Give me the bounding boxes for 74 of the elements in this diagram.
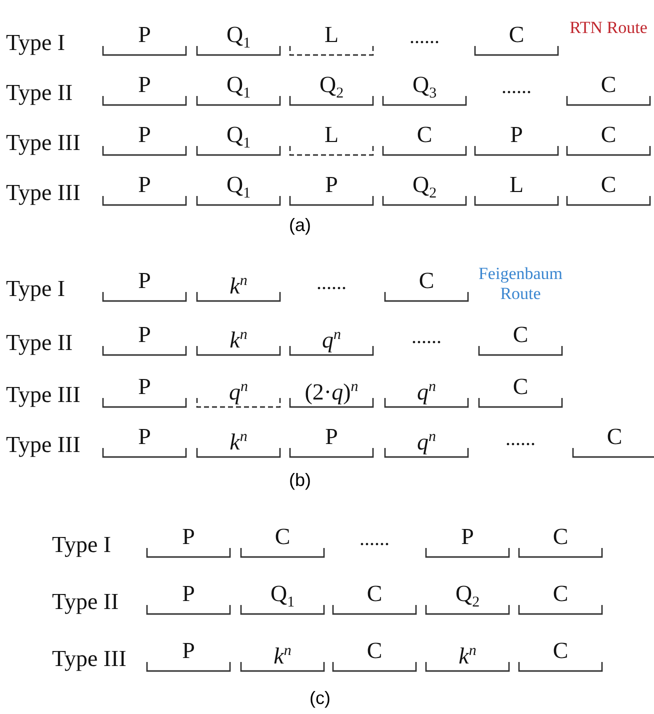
type-label: Type III — [6, 130, 80, 156]
bracketed-term: Q$_{1}$ — [196, 22, 281, 56]
bracketed-term: L — [289, 22, 374, 56]
bracketed-term: q$^{n}$ — [384, 374, 469, 408]
panel-caption: (c) — [308, 688, 332, 709]
bracketed-term: k$^{n}$ — [425, 638, 510, 672]
bracketed-term: P — [146, 581, 231, 615]
bracketed-term: Q$_{1}$ — [196, 172, 281, 206]
type-label: Type II — [6, 80, 73, 106]
bracketed-term: q$^{n}$ — [384, 424, 469, 458]
bracketed-term: C — [478, 374, 563, 408]
bracketed-term: Q$_{2}$ — [382, 172, 467, 206]
bracketed-term: C — [382, 122, 467, 156]
ellipsis: ...... — [358, 527, 390, 552]
bracketed-term: C — [474, 22, 559, 56]
ellipsis: ...... — [500, 75, 532, 100]
bracketed-term: C — [332, 638, 417, 672]
bracketed-term: L — [289, 122, 374, 156]
type-label: Type I — [6, 30, 66, 56]
bracketed-term: P — [425, 524, 510, 558]
bracketed-term: C — [518, 524, 603, 558]
bracketed-term: q$^{n}$ — [289, 322, 374, 356]
type-label: Type I — [52, 532, 112, 558]
bracketed-term: P — [289, 424, 374, 458]
bracketed-term: C — [566, 172, 651, 206]
bracketed-term: k$^{n}$ — [196, 424, 281, 458]
ellipsis: ...... — [410, 325, 442, 350]
bracketed-term: P — [102, 172, 187, 206]
bracketed-term: C — [518, 581, 603, 615]
type-label: Type III — [6, 382, 80, 408]
bracketed-term: Q$_{2}$ — [425, 581, 510, 615]
bracketed-term: k$^{n}$ — [196, 322, 281, 356]
type-label: Type III — [52, 646, 126, 672]
bracketed-term: P — [102, 122, 187, 156]
route-label: Feigenbaum Route — [477, 264, 564, 304]
bracketed-term: P — [102, 424, 187, 458]
ellipsis: ...... — [408, 25, 440, 50]
bracketed-term: C — [566, 72, 651, 106]
bracketed-term: C — [332, 581, 417, 615]
bracketed-term: P — [146, 638, 231, 672]
bracketed-term: k$^{n}$ — [196, 268, 281, 302]
ellipsis: ...... — [504, 427, 536, 452]
bracketed-term: Q$_{2}$ — [289, 72, 374, 106]
bracketed-term: C — [572, 424, 654, 458]
ellipsis: ...... — [316, 271, 348, 296]
bracketed-term: k$^{n}$ — [240, 638, 325, 672]
bracketed-term: C — [566, 122, 651, 156]
type-label: Type III — [6, 180, 80, 206]
bracketed-term: Q$_{3}$ — [382, 72, 467, 106]
bracketed-term: P — [146, 524, 231, 558]
bracketed-term: P — [102, 22, 187, 56]
bracketed-term: P — [289, 172, 374, 206]
bracketed-term: P — [474, 122, 559, 156]
bracketed-term: P — [102, 374, 187, 408]
bracketed-term: C — [384, 268, 469, 302]
bracketed-term: P — [102, 72, 187, 106]
bracketed-term: P — [102, 322, 187, 356]
bracketed-term: C — [240, 524, 325, 558]
type-label: Type II — [6, 330, 73, 356]
bracketed-term: L — [474, 172, 559, 206]
bracketed-term: q$^{n}$ — [196, 374, 281, 408]
type-label: Type II — [52, 589, 119, 615]
bracketed-term: Q$_{1}$ — [196, 72, 281, 106]
route-label: RTN Route — [568, 18, 648, 38]
type-label: Type I — [6, 276, 66, 302]
panel-caption: (a) — [288, 215, 312, 236]
bracketed-term: C — [518, 638, 603, 672]
bracketed-term: P — [102, 268, 187, 302]
bracketed-term: Q$_{1}$ — [196, 122, 281, 156]
type-label: Type III — [6, 432, 80, 458]
bracketed-term: (2·q)$^{n}$ — [289, 374, 374, 408]
panel-caption: (b) — [288, 470, 312, 491]
bracketed-term: Q$_{1}$ — [240, 581, 325, 615]
bracketed-term: C — [478, 322, 563, 356]
